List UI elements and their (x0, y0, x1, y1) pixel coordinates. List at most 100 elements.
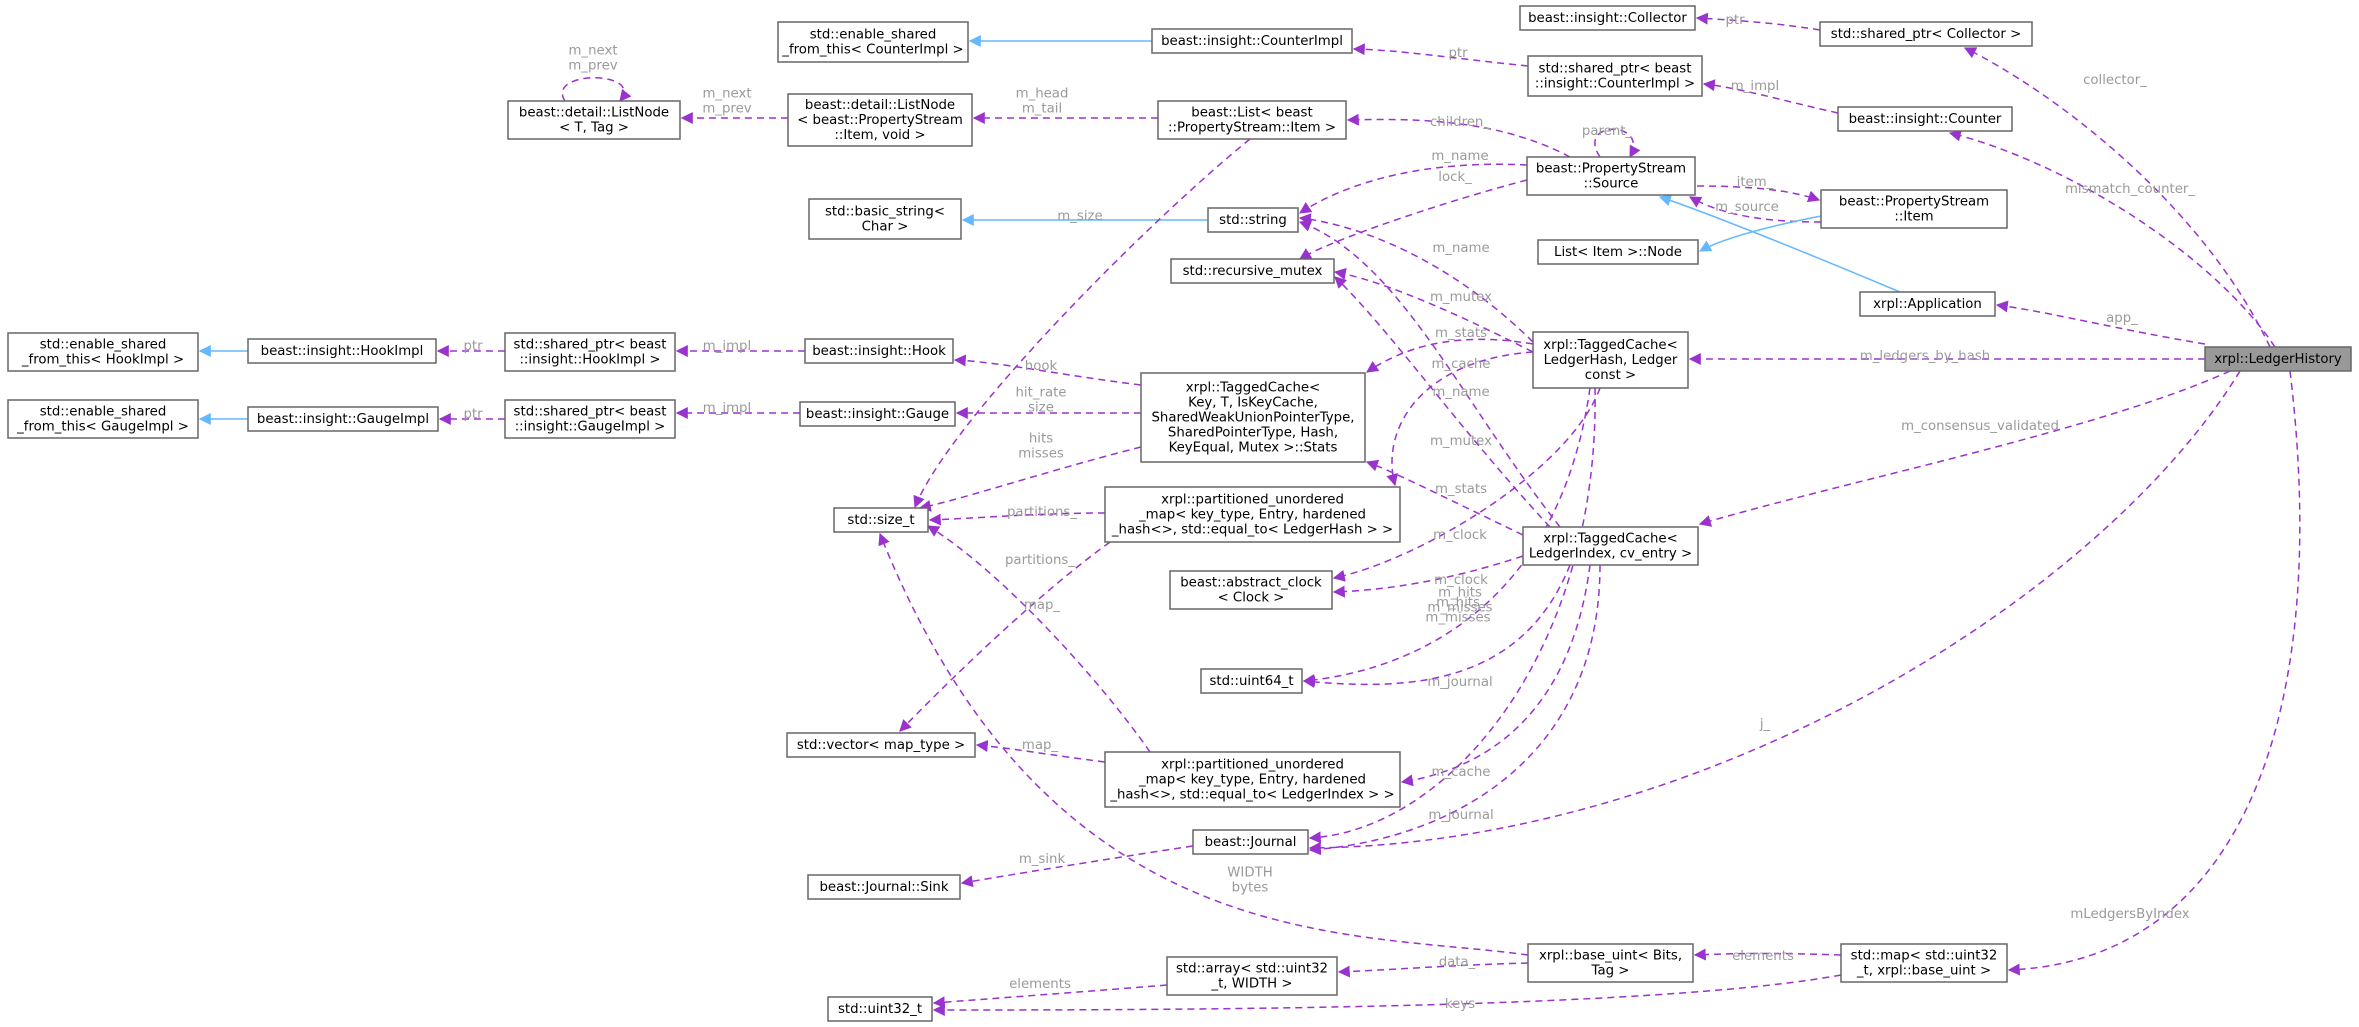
node-collector[interactable]: beast::insight::Collector (1519, 5, 1696, 31)
node-journal-sink[interactable]: beast::Journal::Sink (807, 874, 961, 900)
node-box[interactable] (1157, 100, 1347, 140)
node-tc-stats[interactable]: xrpl::TaggedCache<Key, T, IsKeyCache,Sha… (1140, 372, 1366, 463)
node-size-t[interactable]: std::size_t (833, 507, 929, 533)
node-box[interactable] (804, 338, 954, 364)
node-ps-item[interactable]: beast::PropertyStream::Item (1820, 189, 2008, 229)
edge-label: m_journal (1427, 675, 1492, 690)
node-pum-index[interactable]: xrpl::partitioned_unordered_map< key_typ… (1104, 751, 1401, 808)
node-listnode-item[interactable]: beast::detail::ListNode< beast::Property… (787, 93, 973, 147)
edge-ps_source-to-string: m_name (1298, 149, 1528, 214)
node-label: _t, WIDTH > (1210, 977, 1292, 992)
edge-pum_index-to-size_t: partitions_ (926, 525, 1151, 753)
node-box[interactable] (1522, 526, 1699, 566)
node-list-item[interactable]: beast::List< beast::PropertyStream::Item… (1157, 100, 1347, 140)
inheritance-arrow (1658, 194, 1901, 293)
node-box[interactable] (247, 338, 437, 364)
node-box[interactable] (827, 996, 933, 1022)
node-box[interactable] (1840, 943, 2008, 983)
node-std-array[interactable]: std::array< std::uint32_t, WIDTH > (1166, 956, 1338, 996)
node-box[interactable] (1169, 570, 1333, 610)
node-gaugeimpl[interactable]: beast::insight::GaugeImpl (247, 406, 439, 432)
node-box[interactable] (787, 93, 973, 147)
node-box[interactable] (1200, 668, 1303, 694)
node-journal[interactable]: beast::Journal (1192, 829, 1309, 855)
node-box[interactable] (1170, 258, 1335, 284)
node-uint32[interactable]: std::uint32_t (827, 996, 933, 1022)
node-box[interactable] (1537, 239, 1699, 265)
node-box[interactable] (1192, 829, 1309, 855)
node-box[interactable] (7, 332, 199, 372)
node-sp-collector[interactable]: std::shared_ptr< Collector > (1819, 21, 2033, 47)
node-sp-counterimpl[interactable]: std::shared_ptr< beast::insight::Counter… (1527, 55, 1703, 97)
node-recursive-mutex[interactable]: std::recursive_mutex (1170, 258, 1335, 284)
usage-arrow (926, 525, 1151, 753)
node-sp-hookimpl[interactable]: std::shared_ptr< beast::insight::HookImp… (504, 332, 676, 372)
node-esft-counterimpl[interactable]: std::enable_shared_from_this< CounterImp… (777, 21, 969, 63)
edge-sp_gaugeimpl-to-gaugeimpl: ptr (438, 407, 505, 425)
usage-arrow (928, 512, 1106, 526)
node-box[interactable] (1166, 956, 1338, 996)
node-ledgerhistory[interactable]: xrpl::LedgerHistory (2204, 346, 2352, 372)
node-label: beast::insight::Gauge (806, 407, 949, 422)
node-basic-string[interactable]: std::basic_string<Char > (808, 198, 962, 240)
edge-label: m_tail (1022, 102, 1062, 117)
node-box[interactable] (1104, 486, 1401, 543)
node-label: beast::insight::GaugeImpl (257, 412, 429, 427)
edge-label: item_ (1737, 175, 1774, 190)
node-tc-ledgerindex[interactable]: xrpl::TaggedCache<LedgerIndex, cv_entry … (1522, 526, 1699, 566)
node-box[interactable] (1527, 55, 1703, 97)
node-box[interactable] (507, 100, 681, 140)
node-box[interactable] (1104, 751, 1401, 808)
node-box[interactable] (2204, 346, 2352, 372)
node-box[interactable] (247, 406, 439, 432)
node-base-uint[interactable]: xrpl::base_uint< Bits,Tag > (1527, 943, 1694, 983)
node-box[interactable] (786, 732, 976, 758)
node-pum-hash[interactable]: xrpl::partitioned_unordered_map< key_typ… (1104, 486, 1401, 543)
edge-label: m_impl (1731, 79, 1779, 94)
node-esft-hookimpl[interactable]: std::enable_shared_from_this< HookImpl > (7, 332, 199, 372)
node-esft-gaugeimpl[interactable]: std::enable_shared_from_this< GaugeImpl … (7, 399, 199, 439)
usage-arrow (1400, 564, 1591, 787)
node-box[interactable] (1140, 372, 1366, 463)
node-box[interactable] (7, 399, 199, 439)
node-tc-ledgerhash[interactable]: xrpl::TaggedCache<LedgerHash, Ledgercons… (1532, 331, 1689, 389)
edge-base_uint-to-std_array: data_ (1337, 955, 1529, 978)
node-box[interactable] (1527, 943, 1694, 983)
node-list-node[interactable]: List< Item >::Node (1537, 239, 1699, 265)
node-ps-source[interactable]: beast::PropertyStream::Source (1526, 156, 1696, 196)
node-label: _map< key_type, Entry, hardened (1138, 508, 1366, 523)
node-box[interactable] (504, 332, 676, 372)
node-hookimpl[interactable]: beast::insight::HookImpl (247, 338, 437, 364)
node-hook[interactable]: beast::insight::Hook (804, 338, 954, 364)
node-counter[interactable]: beast::insight::Counter (1837, 106, 2013, 132)
node-sp-gaugeimpl[interactable]: std::shared_ptr< beast::insight::GaugeIm… (504, 399, 676, 439)
node-vector-map[interactable]: std::vector< map_type > (786, 732, 976, 758)
node-label: std::shared_ptr< beast (514, 405, 667, 420)
node-box[interactable] (1819, 21, 2033, 47)
node-box[interactable] (1859, 291, 1996, 317)
node-box[interactable] (1532, 331, 1689, 389)
node-box[interactable] (808, 198, 962, 240)
node-box[interactable] (1151, 28, 1353, 54)
node-box[interactable] (799, 401, 956, 427)
node-gauge[interactable]: beast::insight::Gauge (799, 401, 956, 427)
node-application[interactable]: xrpl::Application (1859, 291, 1996, 317)
usage-arrow (899, 541, 1111, 732)
node-label: < Clock > (1218, 591, 1285, 606)
node-uint64[interactable]: std::uint64_t (1200, 668, 1303, 694)
node-box[interactable] (807, 874, 961, 900)
node-std-map[interactable]: std::map< std::uint32_t, xrpl::base_uint… (1840, 943, 2008, 983)
edge-tc_ledgerindex-to-recursive_mutex: m_mutex (1334, 276, 1551, 528)
node-box[interactable] (1837, 106, 2013, 132)
node-box[interactable] (1207, 207, 1299, 233)
node-box[interactable] (1519, 5, 1696, 31)
node-string[interactable]: std::string (1207, 207, 1299, 233)
node-listnode-ttag[interactable]: beast::detail::ListNode< T, Tag > (507, 100, 681, 140)
node-abstract-clock[interactable]: beast::abstract_clock< Clock > (1169, 570, 1333, 610)
node-box[interactable] (504, 399, 676, 439)
node-box[interactable] (1820, 189, 2008, 229)
node-box[interactable] (777, 21, 969, 63)
node-box[interactable] (1526, 156, 1696, 196)
node-counterimpl[interactable]: beast::insight::CounterImpl (1151, 28, 1353, 54)
node-box[interactable] (833, 507, 929, 533)
